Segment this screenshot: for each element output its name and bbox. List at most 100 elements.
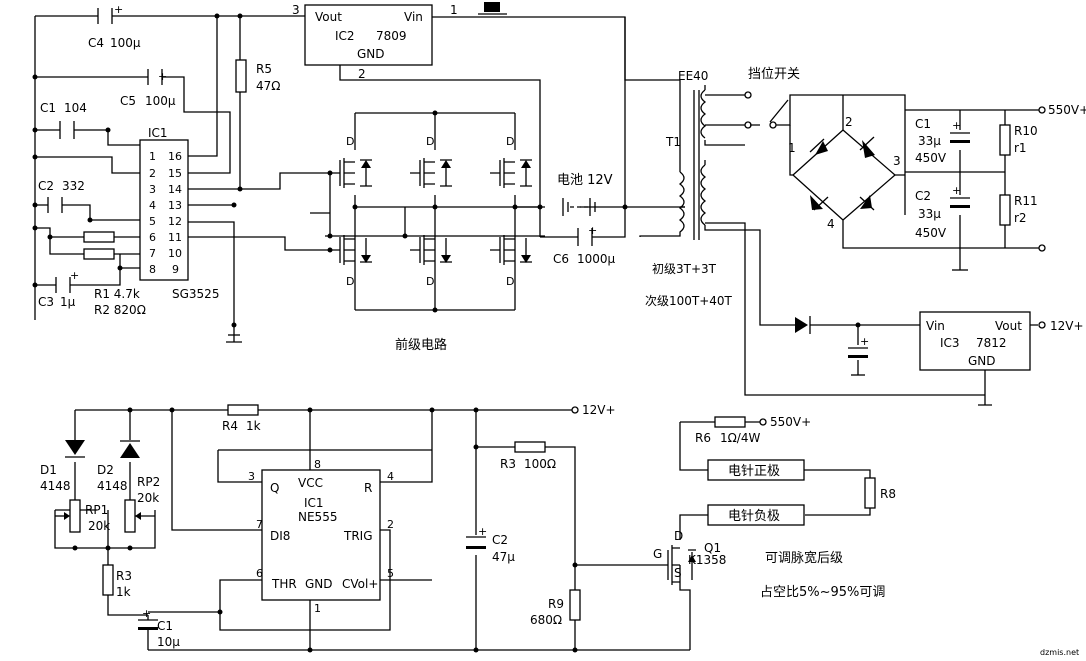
diode-d2: [120, 440, 140, 458]
resistor-r10: [999, 124, 1011, 156]
capacitor-c4: +: [97, 3, 123, 24]
ic3-gnd: GND: [968, 354, 996, 368]
sg-pin5: 5: [149, 215, 156, 228]
ne-pin-thr: THR: [271, 577, 297, 591]
secondary-winding-label: 次级100T+40T: [645, 294, 733, 308]
front-stage-caption: 前级电路: [395, 337, 447, 353]
v12-top-label: 12V+: [1050, 319, 1084, 333]
ne-pinnum-6: 6: [256, 567, 263, 580]
ic-ne555: [261, 469, 381, 601]
q1-part: K1358: [688, 553, 726, 567]
bridge-pin3: 3: [893, 154, 901, 168]
ne-ic-name: IC1: [304, 496, 324, 510]
resistor-r1: [83, 231, 115, 243]
ne-pin-dis: DI8: [270, 529, 290, 543]
d1-label: D1: [40, 463, 57, 477]
sg-pin10: 10: [168, 247, 182, 260]
sg3525-ic-name: IC1: [148, 126, 168, 140]
range-switch: [705, 91, 906, 215]
r2-top-label: R2 820Ω: [94, 303, 146, 317]
r8-label: R8: [880, 487, 896, 501]
r4-value: 1k: [246, 419, 261, 433]
ic2-name: IC2: [335, 29, 355, 43]
bridge-pin2: 2: [845, 115, 853, 129]
ic-sg3525: IC1 1 2 3 4 5 6 7 8 16 15 14 13 12 11 10…: [139, 126, 189, 281]
ic-7809: [304, 4, 433, 66]
sg-pin13: 13: [168, 199, 182, 212]
svg-text:+: +: [952, 184, 961, 197]
c1-right-voltage: 450V: [915, 151, 947, 165]
c5-value: 100μ: [145, 94, 176, 108]
ne-part: NE555: [298, 510, 337, 524]
ic2-gnd: GND: [357, 47, 385, 61]
ne-pinnum-4: 4: [387, 470, 394, 483]
mosfet-3: [499, 158, 532, 188]
capacitor-c2-332: [47, 197, 63, 213]
sg-pin12: 12: [168, 215, 182, 228]
terminal-12v-top: [1038, 321, 1046, 329]
q1-d-label: D: [674, 529, 683, 543]
resistor-r3-left: [102, 564, 114, 596]
sg-pin16: 16: [168, 150, 182, 163]
q1-label: Q1: [704, 541, 721, 555]
c2-right-voltage: 450V: [915, 226, 947, 240]
c1-top-label: C1: [40, 101, 56, 115]
sg-pin6: 6: [149, 231, 156, 244]
sg-pin15: 15: [168, 167, 182, 180]
r6-value: 1Ω/4W: [720, 431, 760, 445]
mos4-d-label: D: [346, 275, 354, 288]
mos2-d-label: D: [426, 135, 434, 148]
svg-text:+: +: [860, 335, 869, 348]
d1-value: 4148: [40, 479, 71, 493]
c3-value: 1μ: [60, 295, 76, 309]
r11-value: r2: [1014, 211, 1027, 225]
needle-negative-box: [707, 504, 805, 526]
svg-text:+: +: [588, 224, 597, 237]
r4-label: R4: [222, 419, 238, 433]
c1-right-value: 33μ: [918, 134, 941, 148]
mosfet-drain-labels: D D D D D D: [346, 135, 514, 288]
ic-7812: [919, 311, 1031, 371]
rear-stage-caption: 可调脉宽后级: [765, 550, 843, 566]
output-wiring: [679, 421, 871, 650]
capacitor-c2-47u: +: [466, 525, 487, 549]
svg-text:+: +: [952, 119, 961, 132]
junction-dots: [32, 13, 628, 328]
r3-left-value: 1k: [116, 585, 131, 599]
q1-g-label: G: [653, 547, 662, 561]
ne-pin-gnd: GND: [305, 577, 333, 591]
svg-text:+: +: [142, 607, 151, 620]
ne-pin-trig: TRIG: [343, 529, 373, 543]
r9-label: R9: [548, 597, 564, 611]
ic3-vin: Vin: [926, 319, 945, 333]
capacitor-c3: +: [55, 269, 79, 293]
diode-7812-input: [795, 316, 811, 334]
r6-label: R6: [695, 431, 711, 445]
capacitor-7812-input: +: [848, 335, 869, 358]
terminal-550v-top: [1038, 106, 1046, 252]
switch-label: 挡位开关: [748, 67, 800, 82]
battery-12v: [562, 198, 596, 216]
c2-top-label: C2: [38, 179, 54, 193]
mosfet-2: [419, 158, 452, 188]
r11-label: R11: [1014, 194, 1038, 208]
c6-value: 1000μ: [577, 252, 616, 266]
resistor-r2: [83, 248, 115, 260]
potentiometer-rp1: [55, 499, 81, 533]
sg-pin2: 2: [149, 167, 156, 180]
c2-right-value: 33μ: [918, 207, 941, 221]
rp2-label: RP2: [137, 475, 160, 489]
hv-550v-label: 550V+: [1048, 103, 1086, 117]
ic3-name: IC3: [940, 336, 960, 350]
capacitor-c2-33u: +: [950, 184, 970, 208]
svg-text:+: +: [478, 525, 487, 538]
c2-bottom-value: 47μ: [492, 550, 515, 564]
r5-label: R5: [256, 62, 272, 76]
resistor-r9: [569, 589, 581, 621]
sg-pin11: 11: [168, 231, 182, 244]
c2-bottom-label: C2: [492, 533, 508, 547]
ne555-junctions: [72, 407, 578, 653]
duty-cycle-caption: 占空比5%~95%可调: [760, 585, 885, 600]
resistor-r4: [227, 404, 259, 416]
